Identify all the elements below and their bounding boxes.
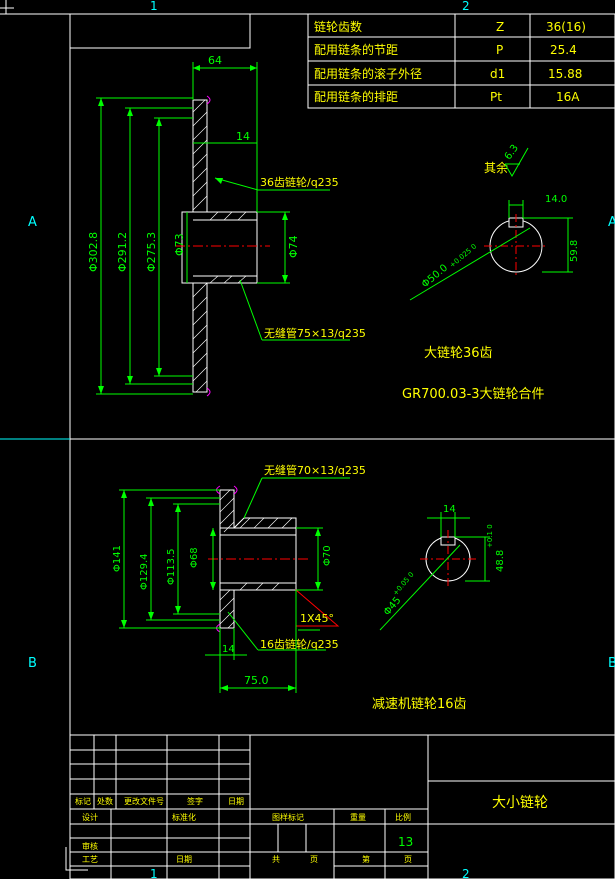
dim-lower-d1: Φ141	[112, 545, 123, 572]
tb-count: 处数	[97, 796, 113, 806]
title-stub	[69, 14, 251, 49]
lower-sprocket-note: 16齿链轮/q235	[260, 637, 339, 651]
lower-key-section: 14 48.8 +0.1 0 Φ45 +0.05 0	[379, 504, 506, 631]
param-symbol-3: d1	[490, 67, 505, 81]
upper-key-section: 14.0 59.8 Φ50.0 +0.025 0	[409, 194, 580, 301]
tb-total: 共	[272, 855, 280, 864]
roughness-label: 其余	[484, 160, 508, 175]
lower-pipe-note: 无缝管70×13/q235	[264, 463, 366, 477]
dim-lower-hub: 14	[222, 644, 235, 655]
param-symbol-2: P	[496, 43, 503, 57]
roughness-value: 6.3	[503, 143, 521, 162]
param-value-3: 15.88	[548, 67, 582, 81]
tb-sheet: 页	[310, 855, 318, 864]
lower-key-bore-tol: +0.05 0	[391, 571, 415, 598]
dim-lower-d3: Φ113.5	[166, 549, 177, 586]
cursor-crosshair	[0, 0, 14, 14]
tb-page: 页	[404, 855, 412, 864]
grid-ref-left-B: B	[28, 656, 37, 671]
tb-page-no: 第	[362, 854, 370, 864]
tb-weight: 重量	[350, 812, 366, 822]
param-label-3: 配用链条的滚子外径	[314, 66, 422, 81]
upper-key-depth: 59.8	[569, 240, 580, 262]
param-symbol-1: Z	[496, 20, 504, 34]
upper-key-bore: Φ50.0	[420, 262, 450, 290]
dim-upper-d1: Φ302.8	[87, 232, 100, 272]
upper-assembly-caption: GR700.03-3大链轮合件	[402, 387, 545, 402]
param-value-4: 16A	[556, 90, 580, 104]
lower-chamfer: 1X45°	[300, 612, 334, 625]
tb-process: 工艺	[82, 855, 98, 864]
upper-weld-note: 36齿链轮/q235	[260, 175, 339, 189]
lower-key-depth: 48.8	[495, 550, 506, 572]
dim-upper-hub: 14	[236, 130, 250, 143]
grid-ref-left-A: A	[28, 215, 37, 230]
lower-key-depth-tol: +0.1 0	[486, 524, 494, 548]
param-value-2: 25.4	[550, 43, 577, 57]
dim-lower-width: 75.0	[244, 674, 269, 687]
title-block	[69, 734, 615, 879]
dim-upper-d3: Φ275.3	[145, 232, 158, 272]
upper-key-width: 14.0	[545, 194, 567, 205]
upper-pipe-note: 无缝管75×13/q235	[264, 326, 366, 340]
drawing-title: 大小链轮	[492, 795, 548, 811]
tb-date2: 日期	[176, 855, 192, 864]
tb-date: 日期	[228, 797, 244, 806]
grid-ref-top-2: 2	[462, 0, 470, 13]
lower-sprocket: Φ141 Φ129.4 Φ113.5 Φ68 Φ70 14 75.0 无缝管70…	[112, 463, 366, 693]
tb-check: 审核	[82, 841, 98, 851]
param-table	[307, 13, 615, 109]
dim-upper-width: 64	[208, 54, 222, 67]
upper-key-bore-tol: +0.025 0	[448, 242, 478, 269]
lower-key-bore: Φ45	[382, 595, 404, 618]
lower-caption: 减速机链轮16齿	[372, 697, 467, 712]
upper-sprocket: 64 14 Φ302.8 Φ291.2 Φ275.3 Φ73 Φ74 36齿链轮…	[87, 54, 366, 397]
grid-ref-right-A: A	[608, 215, 615, 230]
tb-design: 设计	[82, 812, 98, 822]
ucs-icon	[65, 847, 88, 871]
outer-frame	[0, 13, 615, 879]
param-value-1: 36(16)	[546, 20, 586, 34]
dim-upper-d2: Φ291.2	[116, 232, 129, 272]
dim-lower-bore-right: Φ70	[322, 545, 333, 566]
grid-ref-bottom-1: 1	[150, 867, 158, 879]
tb-sign: 签字	[187, 796, 203, 806]
dim-lower-d2: Φ129.4	[139, 554, 150, 591]
tb-stage-mark: 图样标记	[272, 812, 304, 822]
param-symbol-4: Pt	[490, 90, 502, 104]
dim-lower-bore-left: Φ68	[189, 547, 200, 568]
param-label-2: 配用链条的节距	[314, 42, 398, 57]
param-table-text: 链轮齿数 配用链条的节距 配用链条的滚子外径 配用链条的排距 Z P d1 Pt…	[314, 19, 586, 104]
tb-mark: 标记	[75, 796, 91, 806]
grid-ref-right-B: B	[608, 656, 615, 671]
lower-key-width: 14	[443, 504, 456, 515]
roughness-symbol: 其余 6.3	[484, 143, 529, 177]
tb-standard: 标准化	[172, 812, 196, 822]
upper-caption: 大链轮36齿	[424, 346, 493, 361]
grid-ref-bottom-2: 2	[462, 867, 470, 879]
param-label-1: 链轮齿数	[314, 19, 362, 34]
tb-scale: 比例	[395, 812, 411, 822]
param-label-4: 配用链条的排距	[314, 89, 398, 104]
dim-upper-bore-outer: Φ73	[173, 233, 186, 256]
grid-ref-top-1: 1	[150, 0, 158, 13]
tb-change: 更改文件号	[124, 796, 164, 806]
tb-sheet-info: 13	[398, 835, 413, 849]
dim-upper-bore-inner: Φ74	[287, 235, 300, 258]
